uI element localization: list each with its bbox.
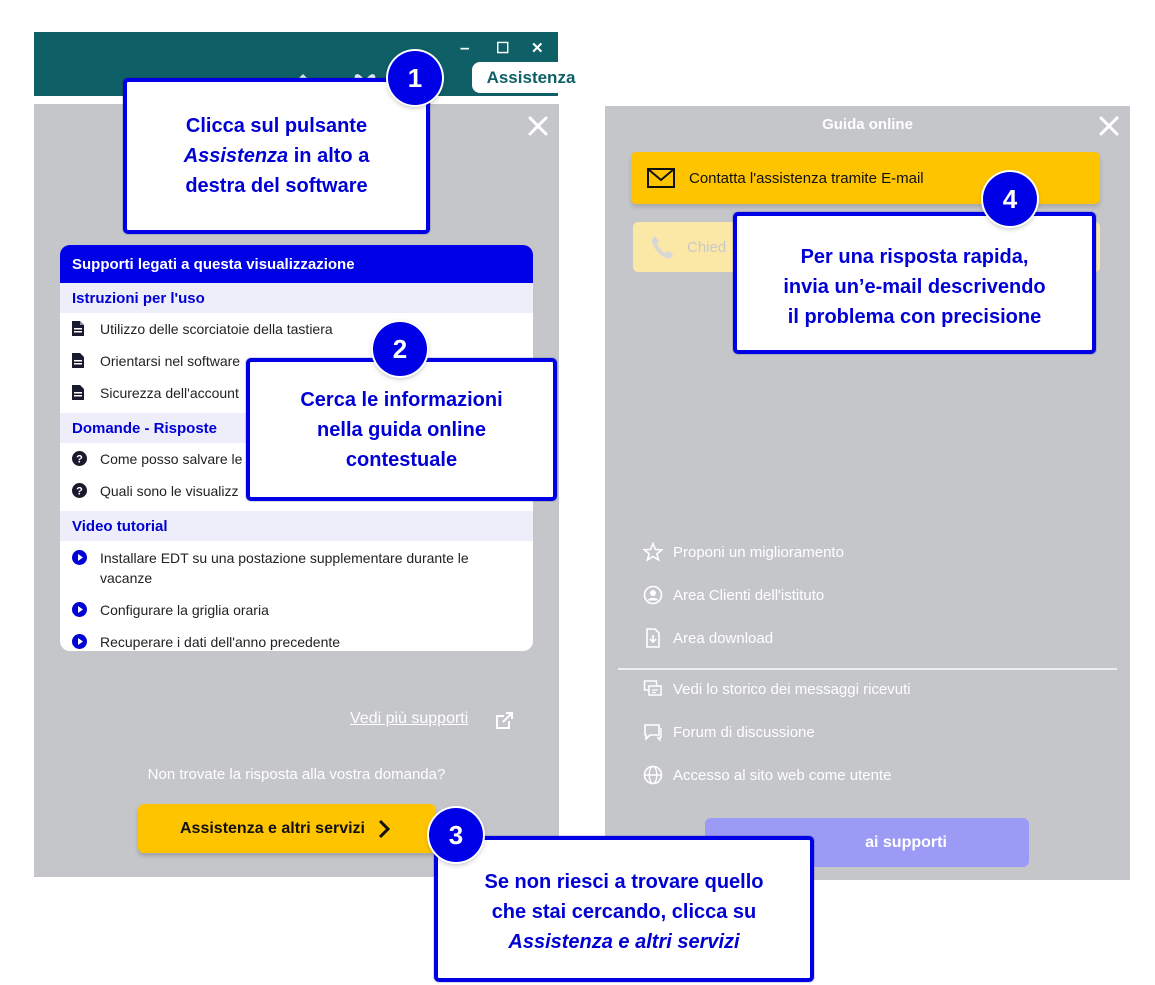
app-titlebar: – ☐ ✕ Assistenza (34, 32, 590, 96)
forum-link[interactable]: Forum di discussione (643, 722, 815, 742)
document-icon (72, 385, 84, 400)
list-item-label: Recuperare i dati dell'anno precedente (100, 634, 341, 650)
card-title: Supporti legati a questa visualizzazione (60, 245, 533, 283)
message-history-link[interactable]: Vedi lo storico dei messaggi ricevuti (643, 679, 911, 699)
chevron-right-icon (378, 819, 391, 838)
assistance-services-label: Assistenza e altri servizi (180, 819, 365, 837)
callout-1: Clicca sul pulsante Assistenza in alto a… (123, 78, 430, 234)
list-item[interactable]: ? Quali sono le visualizz (60, 481, 533, 511)
document-icon (72, 353, 84, 368)
user-circle-icon (643, 585, 663, 605)
svg-text:?: ? (76, 454, 83, 466)
download-file-icon (646, 628, 660, 648)
assistance-services-button[interactable]: Assistenza e altri servizi (138, 804, 436, 853)
list-item-label: Configurare la griglia oraria (100, 602, 269, 618)
question-circle-icon: ? (72, 483, 87, 498)
list-item-label: Installare EDT su una postazione supplem… (100, 550, 469, 586)
list-item[interactable]: Installare EDT su una postazione supplem… (60, 548, 533, 600)
callout-3: Se non riesci a trovare quello che stai … (434, 836, 814, 982)
chat-bubble-icon (644, 724, 662, 742)
close-window-button[interactable]: ✕ (531, 40, 544, 57)
step-badge-4: 4 (983, 172, 1037, 226)
list-item-label: Sicurezza dell'account (100, 385, 239, 401)
play-circle-icon (72, 602, 87, 617)
callout-4: Per una risposta rapida, invia un’e-mail… (733, 212, 1096, 354)
list-item[interactable]: Configurare la griglia oraria (60, 600, 533, 632)
play-circle-icon (72, 634, 87, 649)
section-heading-instructions: Istruzioni per l'uso (60, 283, 533, 313)
no-answer-text: Non trovate la risposta alla vostra doma… (147, 766, 446, 783)
list-item[interactable]: ? Come posso salvare le (60, 449, 533, 481)
step-badge-1: 1 (388, 51, 442, 105)
guide-title: Guida online (822, 116, 913, 133)
step-badge-2: 2 (373, 322, 427, 376)
assistance-button[interactable]: Assistenza (472, 62, 590, 93)
svg-text:?: ? (76, 486, 83, 498)
callout-2: Cerca le informazioni nella guida online… (246, 358, 557, 501)
website-access-link[interactable]: Accesso al sito web come utente (643, 765, 891, 785)
email-support-label: Contatta l'assistenza tramite E-mail (689, 169, 924, 187)
envelope-icon (647, 168, 675, 188)
list-item-label: Orientarsi nel software (100, 353, 241, 369)
messages-icon (643, 680, 662, 696)
close-icon[interactable] (1099, 116, 1119, 136)
document-icon (72, 321, 84, 336)
list-item[interactable]: Recuperare i dati dell'anno precedente (60, 632, 533, 651)
section-heading-video: Video tutorial (60, 511, 533, 541)
list-item-label: Come posso salvare le (100, 451, 243, 467)
phone-icon (651, 236, 673, 259)
minimize-button[interactable]: – (460, 38, 470, 57)
client-area-link[interactable]: Area Clienti dell'istituto (643, 585, 824, 605)
list-item[interactable]: Orientarsi nel software (60, 351, 533, 383)
divider (618, 668, 1117, 670)
list-item-label: Utilizzo delle scorciatoie della tastier… (100, 321, 333, 337)
suggest-improvement-link[interactable]: Proponi un miglioramento (643, 542, 844, 562)
call-support-label: Chied (687, 238, 727, 256)
maximize-button[interactable]: ☐ (496, 40, 510, 57)
star-icon (643, 542, 663, 562)
external-link-icon[interactable] (494, 710, 515, 731)
back-to-supports-label: ai supporti (865, 833, 947, 851)
list-item[interactable]: Sicurezza dell'account (60, 383, 533, 413)
globe-icon (643, 765, 663, 785)
question-circle-icon: ? (72, 451, 87, 466)
step-badge-3: 3 (429, 808, 483, 862)
play-circle-icon (72, 550, 87, 565)
list-item-label: Quali sono le visualizz (100, 483, 239, 499)
close-icon[interactable] (528, 116, 548, 136)
download-area-link[interactable]: Area download (643, 628, 773, 648)
list-item[interactable]: Utilizzo delle scorciatoie della tastier… (60, 319, 533, 351)
more-supports-link[interactable]: Vedi più supporti (350, 710, 469, 727)
